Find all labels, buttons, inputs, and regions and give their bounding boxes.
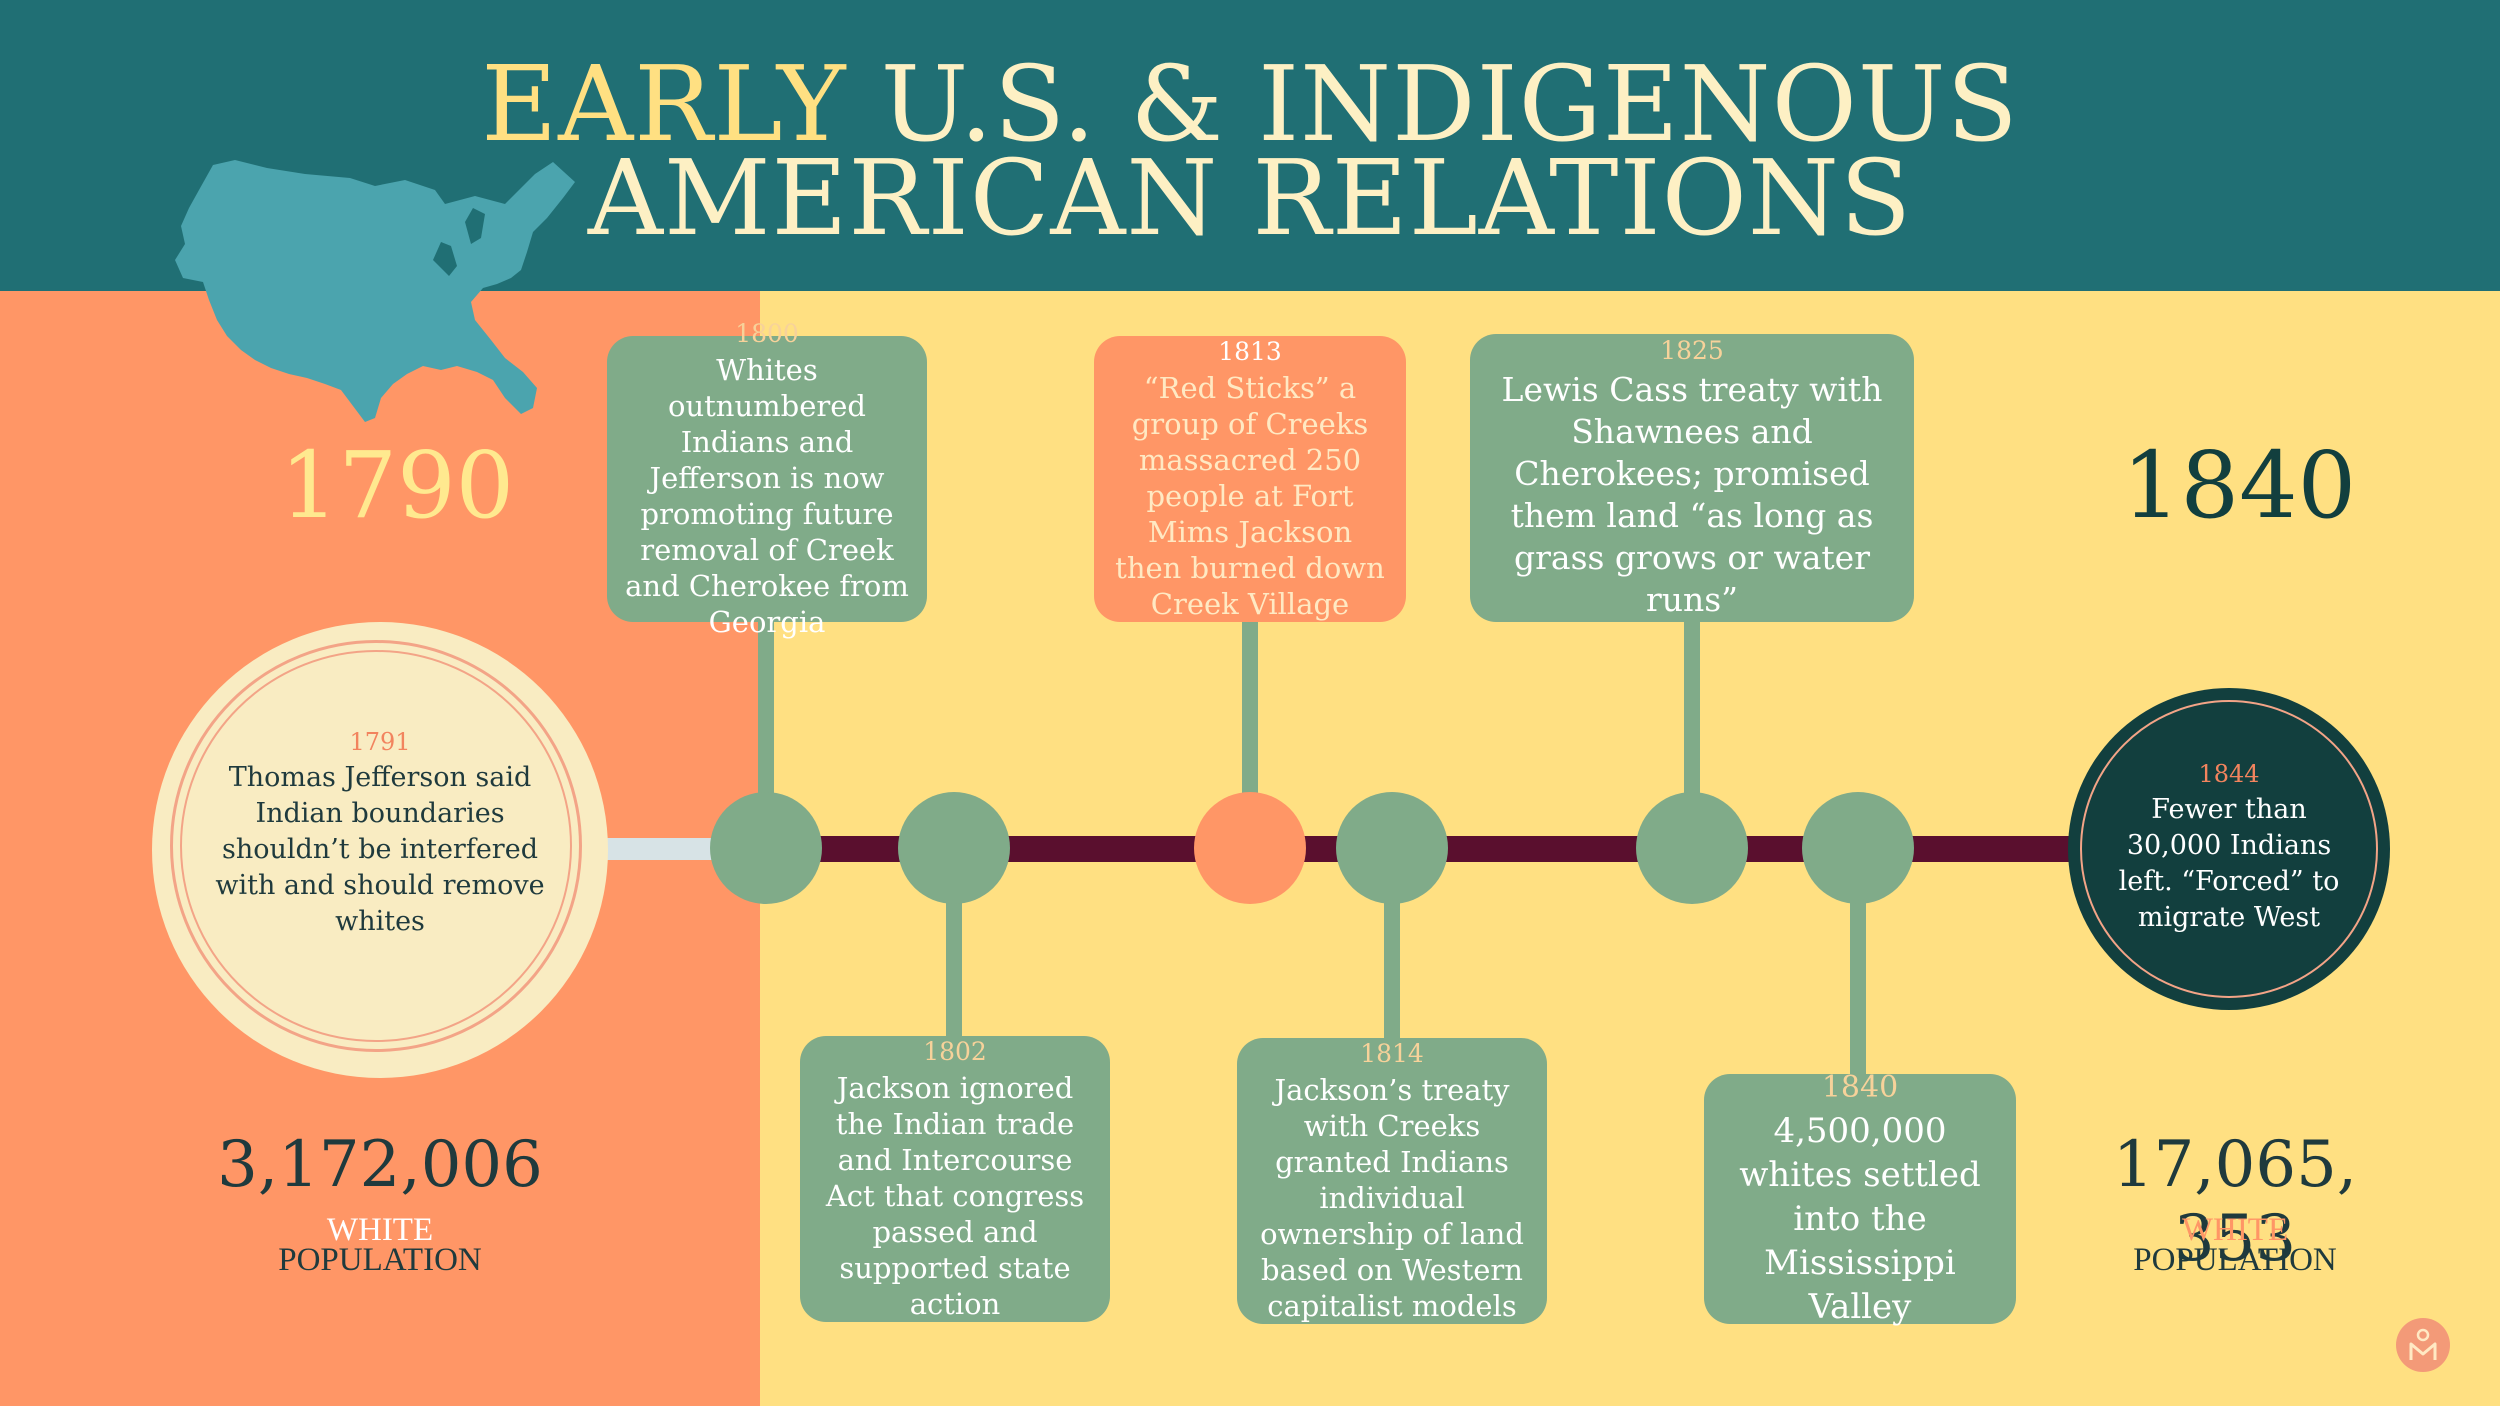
end-population-number: 17,065, 353 [2112, 1128, 2358, 1276]
title-line1-rest: U.S. & INDIGENOUS [846, 43, 2019, 165]
node-1800 [710, 792, 822, 904]
connector-1840 [1850, 850, 1866, 1080]
node-1814 [1336, 792, 1448, 904]
page-title-line1: EARLY U.S. & INDIGENOUS [0, 52, 2500, 156]
page-title-line2: AMERICAN RELATIONS [587, 137, 1913, 259]
event-1791-ring-outer [170, 640, 582, 1052]
event-1791-text: Thomas Jefferson said Indian boundaries … [215, 762, 545, 937]
title-accent: EARLY [481, 43, 847, 165]
usa-map-icon [175, 160, 575, 422]
node-1840 [1802, 792, 1914, 904]
event-1814-card: 1814 Jackson’s treaty with Creeks grante… [1237, 1038, 1547, 1324]
event-1800-card: 1800 Whites outnumbered Indians and Jeff… [607, 319, 927, 639]
event-1844-year: 1844 [2198, 760, 2260, 788]
start-population-label-line1: WHITE [326, 1212, 434, 1248]
timeline-start-segment [588, 838, 728, 860]
start-population-label-line2: POPULATION [278, 1242, 482, 1278]
event-1791-ring-inner [180, 650, 572, 1042]
event-1791-year: 1791 [349, 728, 411, 756]
end-year: 1840 [2122, 432, 2357, 539]
end-population-label-line2: POPULATION [2133, 1242, 2337, 1278]
event-1825-text: Lewis Cass treaty with Shawnees and Cher… [1501, 369, 1883, 619]
event-1844-text: Fewer than 30,000 Indians left. “Forced”… [2118, 794, 2340, 933]
brand-logo-icon [2396, 1318, 2450, 1372]
event-1840-card: 1840 4,500,000 whites settled into the M… [1704, 1070, 2016, 1327]
node-1802 [898, 792, 1010, 904]
event-1844-ring [2080, 700, 2378, 998]
event-1814-year: 1814 [1360, 1038, 1424, 1068]
start-population-number: 3,172,006 [217, 1128, 543, 1202]
brand-logo-glyph-icon [2409, 1328, 2437, 1360]
start-year: 1790 [280, 432, 515, 539]
event-1840-text: 4,500,000 whites settled into the Missis… [1739, 1110, 1981, 1327]
event-1813-year: 1813 [1218, 336, 1282, 366]
event-1844-content: 1844 Fewer than 30,000 Indians left. “Fo… [2110, 760, 2348, 936]
event-1791-content: 1791 Thomas Jefferson said Indian bounda… [214, 728, 546, 940]
node-1813 [1194, 792, 1306, 904]
event-1825-year: 1825 [1660, 335, 1724, 365]
event-1825-card: 1825 Lewis Cass treaty with Shawnees and… [1470, 334, 1914, 622]
event-1802-text: Jackson ignored the Indian trade and Int… [825, 1070, 1085, 1321]
event-1802-card: 1802 Jackson ignored the Indian trade an… [800, 1036, 1110, 1322]
event-1800-text: Whites outnumbered Indians and Jefferson… [625, 352, 909, 639]
event-1800-year: 1800 [735, 318, 799, 348]
end-population-label-line1: WHITE [2181, 1212, 2289, 1248]
event-1840-year: 1840 [1821, 1069, 1899, 1105]
event-1802-year: 1802 [923, 1036, 987, 1066]
node-1825 [1636, 792, 1748, 904]
event-1813-card: 1813 “Red Sticks” a group of Creeks mass… [1094, 336, 1406, 622]
event-1814-text: Jackson’s treaty with Creeks granted Ind… [1260, 1072, 1524, 1323]
event-1813-text: “Red Sticks” a group of Creeks massacred… [1115, 370, 1385, 621]
